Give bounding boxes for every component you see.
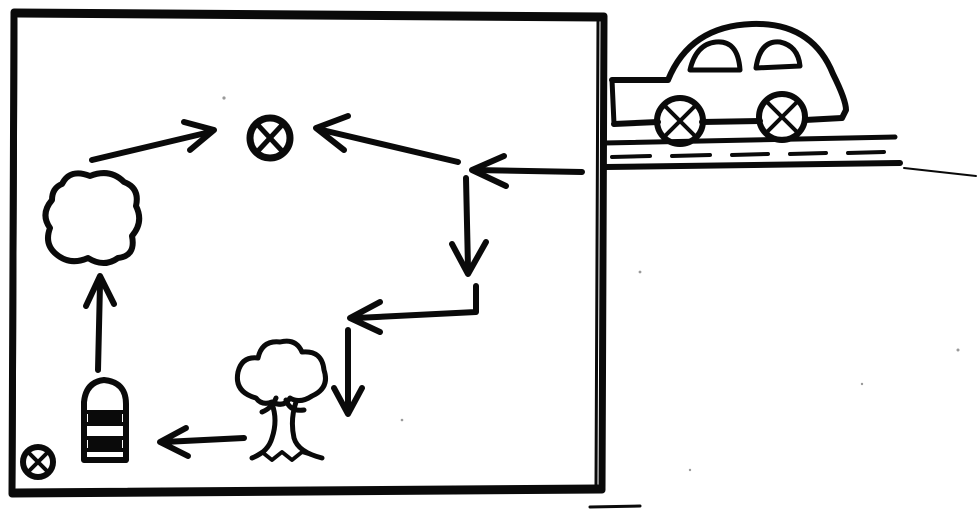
- arrow-left-2: [157, 425, 247, 459]
- bush-icon: [42, 170, 143, 266]
- target-marker-icon: [246, 114, 294, 162]
- road-icon: [601, 134, 903, 170]
- arrow-entry: [469, 153, 585, 189]
- arrow-up: [83, 273, 117, 373]
- tree-icon: [234, 338, 328, 462]
- map-frame: [8, 8, 608, 498]
- paper-specks: [222, 96, 977, 509]
- arrow-left-1: [347, 283, 479, 335]
- door-icon: [81, 377, 129, 463]
- car-icon: [609, 20, 849, 147]
- car-wheel-icon: [756, 91, 808, 143]
- arrow-down-2: [331, 327, 365, 417]
- arrow-to-target: [313, 113, 461, 165]
- arrow-down-1: [449, 175, 489, 277]
- route-arrows: [83, 113, 585, 459]
- arrow-to-target-left: [89, 119, 217, 163]
- target-marker-icon: [20, 444, 56, 480]
- car-wheel-icon: [654, 95, 706, 147]
